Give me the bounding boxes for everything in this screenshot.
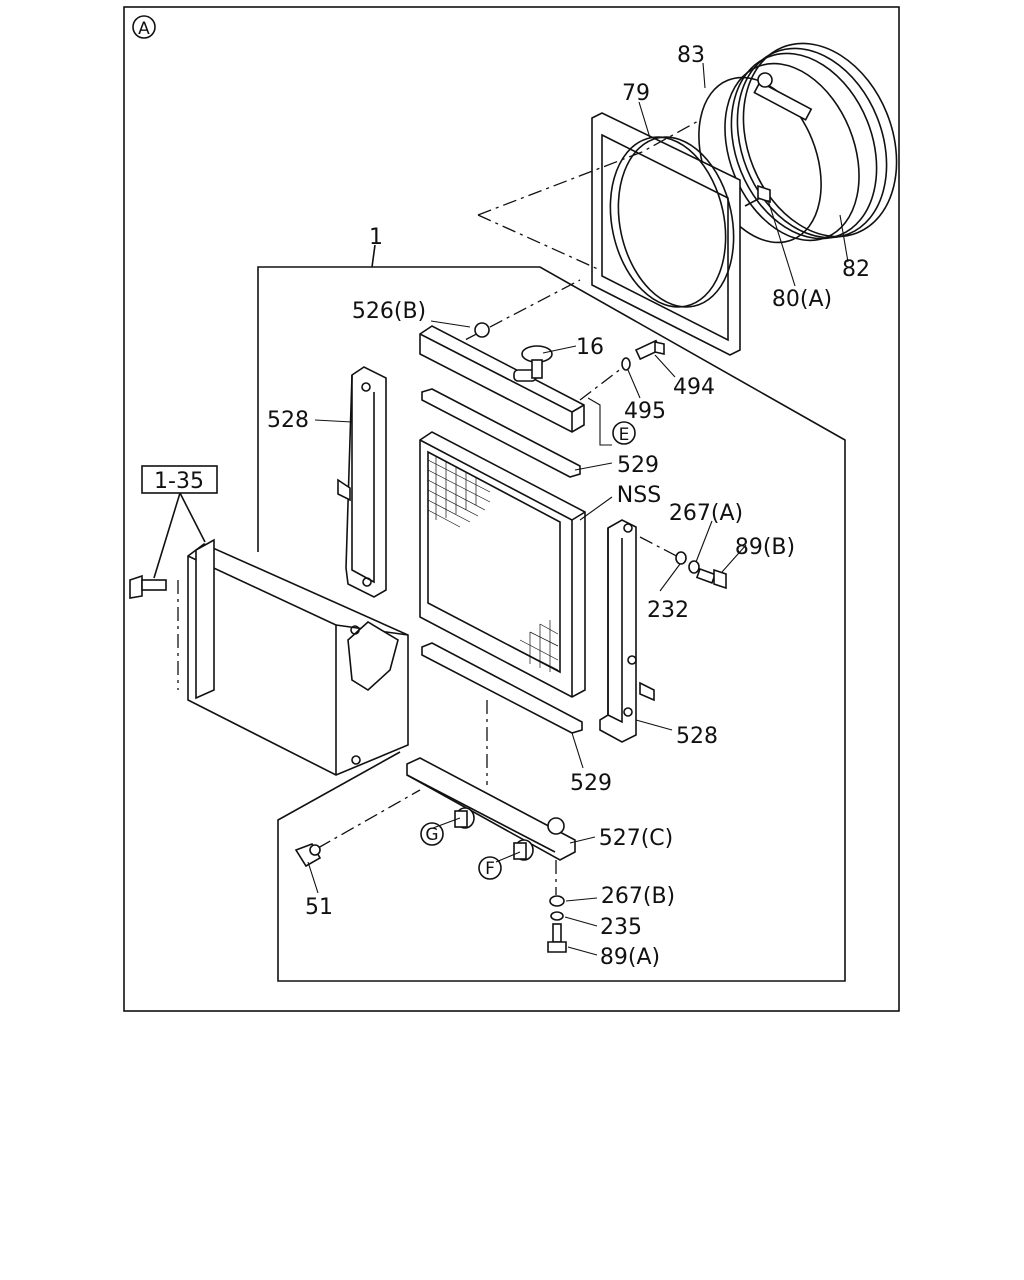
washer-267b (549, 895, 565, 907)
callout-494: 494 (673, 375, 715, 400)
bolt-89a (547, 923, 567, 953)
radiator-core (419, 431, 586, 698)
washer-232 (675, 551, 687, 565)
callout-527c: 527(C) (599, 826, 674, 851)
callout-79: 79 (622, 81, 650, 106)
callout-g: G (425, 825, 438, 845)
callout-267a: 267(A) (669, 501, 743, 526)
callout-528-right: 528 (676, 724, 718, 749)
gasket-upper (421, 388, 581, 478)
callout-529-bottom: 529 (570, 771, 612, 796)
lower-tank (406, 757, 576, 861)
callout-89a: 89(A) (600, 945, 660, 970)
bolt-1-35 (129, 574, 167, 599)
callout-51: 51 (305, 895, 333, 920)
callout-16: 16 (576, 335, 604, 360)
upper-tank (419, 322, 585, 433)
callout-f: F (485, 859, 495, 879)
diagram-border (123, 6, 900, 1012)
callout-83: 83 (677, 43, 705, 68)
callout-267b: 267(B) (601, 884, 675, 909)
washer-235 (550, 911, 564, 921)
callout-232: 232 (647, 598, 689, 623)
washer-267a (688, 560, 700, 574)
side-member-right (599, 519, 655, 743)
side-member-left (337, 366, 387, 598)
washer-495 (621, 357, 631, 371)
fan-shroud (591, 112, 741, 356)
hose-clamp (753, 72, 813, 121)
callout-235: 235 (600, 915, 642, 940)
callout-528-left: 528 (267, 408, 309, 433)
radiator-cap (521, 345, 553, 379)
intercooler (177, 538, 409, 776)
callout-82: 82 (842, 257, 870, 282)
assembly-boundary (257, 266, 846, 982)
bolt-80a (744, 184, 771, 207)
callout-529-top: 529 (617, 453, 659, 478)
callout-526b: 526(B) (352, 299, 426, 324)
callout-495: 495 (624, 399, 666, 424)
callout-80a: 80(A) (772, 287, 832, 312)
sensor-494 (634, 339, 665, 361)
view-marker-a: A (132, 15, 156, 39)
callout-e: E (619, 425, 630, 445)
callout-89b: 89(B) (735, 535, 795, 560)
callout-nss: NSS (617, 483, 661, 508)
gasket-lower (421, 642, 583, 734)
callout-1-35: 1-35 (154, 469, 204, 494)
callout-1: 1 (369, 225, 383, 250)
view-marker-a-label: A (138, 19, 150, 39)
bolt-89b (695, 567, 727, 590)
drain-cock-51 (294, 843, 322, 868)
